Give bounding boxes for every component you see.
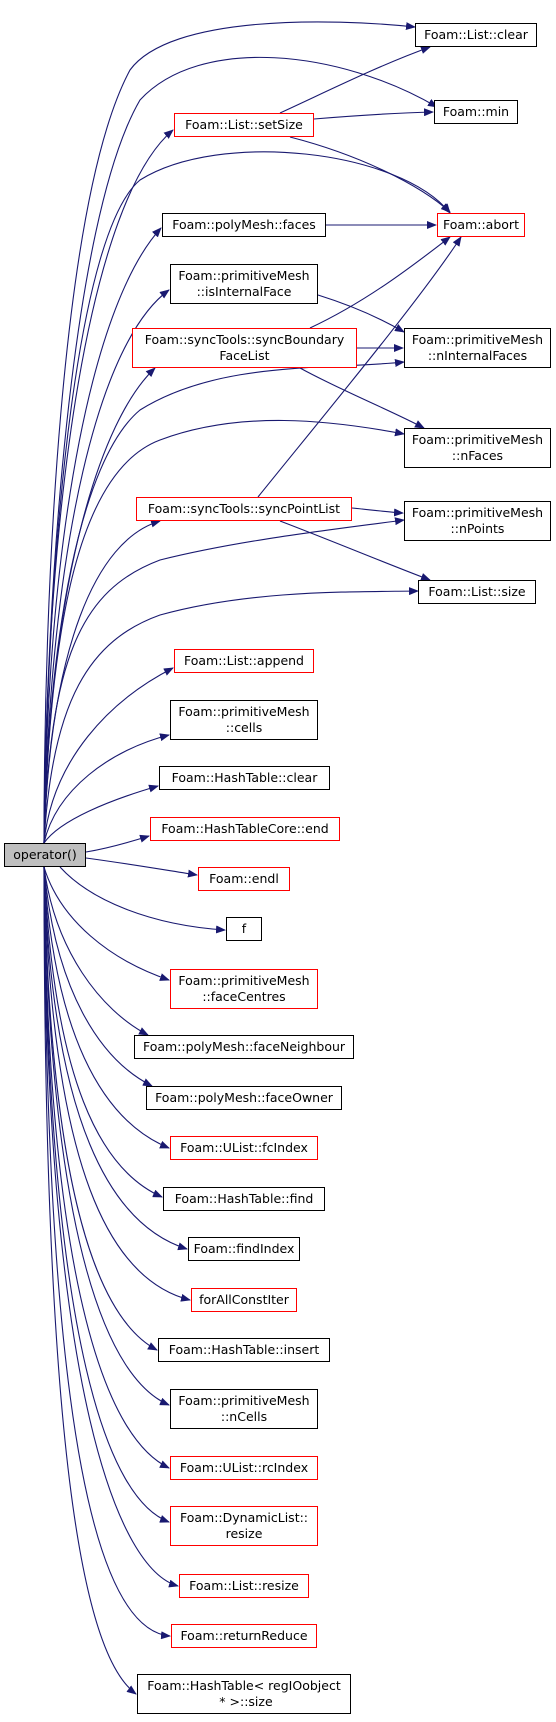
node-pm-cells[interactable]: Foam::primitiveMesh ::cells xyxy=(170,700,318,740)
edge-root-pm-nfaces xyxy=(43,419,405,844)
edge-root-hashtablecore-end xyxy=(85,834,150,853)
node-list-size[interactable]: Foam::List::size xyxy=(418,580,536,604)
edge-root-pm-facecentres xyxy=(43,866,170,981)
edge-root-list-size xyxy=(43,587,419,844)
edge-root-pm-npoints xyxy=(43,517,405,844)
node-list-setsize[interactable]: Foam::List::setSize xyxy=(174,113,314,137)
edge-root-sync-pointlist xyxy=(43,519,161,844)
edge-syncpointlist-list-size xyxy=(279,520,431,581)
node-pm-ninternalfaces[interactable]: Foam::primitiveMesh ::nInternalFaces xyxy=(404,328,551,368)
node-list-resize[interactable]: Foam::List::resize xyxy=(179,1574,309,1598)
node-endl[interactable]: Foam::endl xyxy=(198,867,290,891)
edge-root-returnreduce xyxy=(43,866,171,1640)
edge-setsize-min xyxy=(313,108,434,120)
node-sync-boundary[interactable]: Foam::syncTools::syncBoundary FaceList xyxy=(132,328,357,368)
edge-isinternalface-ninternalfaces xyxy=(317,294,405,333)
edge-root-hashtable-find xyxy=(43,866,163,1198)
edge-syncboundary-abort xyxy=(309,236,451,329)
node-pm-npoints[interactable]: Foam::primitiveMesh ::nPoints xyxy=(404,501,551,541)
edge-root-abort xyxy=(43,151,451,844)
edge-root-sync-boundary xyxy=(43,367,156,844)
edge-syncpointlist-npoints xyxy=(351,507,404,517)
edge-root-findindex xyxy=(43,866,188,1251)
node-abort[interactable]: Foam::abort xyxy=(437,213,525,237)
node-hashtable-regio-size[interactable]: Foam::HashTable< regIOobject * >::size xyxy=(137,1674,351,1714)
node-returnreduce[interactable]: Foam::returnReduce xyxy=(171,1624,317,1648)
edge-root-list-clear xyxy=(43,21,416,844)
edge-root-hashtable-insert xyxy=(43,866,158,1351)
edge-root-forallconstiter xyxy=(43,866,191,1302)
edge-setsize-list-clear xyxy=(279,46,431,114)
edge-root-ulist-rcindex xyxy=(43,866,170,1469)
node-pm-facecentres[interactable]: Foam::primitiveMesh ::faceCentres xyxy=(170,969,318,1009)
edge-root-polymesh-faneighbour xyxy=(43,866,149,1036)
edge-root-pm-isinternalface xyxy=(43,289,170,844)
edge-root-list-append xyxy=(43,667,174,844)
edge-root-f xyxy=(59,866,226,934)
edge-root-polymesh-faceowner xyxy=(43,866,153,1087)
node-polymesh-faces[interactable]: Foam::polyMesh::faces xyxy=(162,213,326,237)
node-hashtable-find[interactable]: Foam::HashTable::find xyxy=(163,1187,325,1211)
edge-root-list-resize xyxy=(43,866,179,1588)
node-pm-ncells[interactable]: Foam::primitiveMesh ::nCells xyxy=(170,1389,318,1429)
node-pm-isinternalface[interactable]: Foam::primitiveMesh ::isInternalFace xyxy=(170,264,318,304)
node-sync-pointlist[interactable]: Foam::syncTools::syncPointList xyxy=(136,497,352,521)
edge-syncpointlist-abort xyxy=(257,236,462,498)
edge-syncboundary-nfaces xyxy=(299,367,425,429)
node-hashtable-insert[interactable]: Foam::HashTable::insert xyxy=(158,1338,330,1362)
node-polymesh-faceneighbour[interactable]: Foam::polyMesh::faceNeighbour xyxy=(134,1035,354,1059)
node-list-clear[interactable]: Foam::List::clear xyxy=(415,23,537,47)
node-findindex[interactable]: Foam::findIndex xyxy=(188,1237,300,1261)
edge-root-hashtable-clear xyxy=(43,784,159,844)
node-min[interactable]: Foam::min xyxy=(434,100,518,124)
node-list-append[interactable]: Foam::List::append xyxy=(174,649,314,673)
node-f[interactable]: f xyxy=(226,917,262,941)
edge-root-endl xyxy=(85,857,198,878)
edge-root-polymesh-faces xyxy=(43,227,162,844)
node-ulist-rcindex[interactable]: Foam::UList::rcIndex xyxy=(170,1456,318,1480)
edge-root-pm-cells xyxy=(43,733,170,844)
edge-setsize-abort xyxy=(289,136,451,213)
edge-root-ulist-fcindex xyxy=(43,866,170,1149)
node-pm-nfaces[interactable]: Foam::primitiveMesh ::nFaces xyxy=(404,428,551,468)
node-ulist-fcindex[interactable]: Foam::UList::fcIndex xyxy=(170,1136,318,1160)
edge-root-hashtable-regio-size xyxy=(43,866,137,1695)
node-hashtable-clear[interactable]: Foam::HashTable::clear xyxy=(159,766,330,790)
edge-root-pm-ncells xyxy=(43,866,170,1406)
edge-root-dynamiclist-resize xyxy=(43,866,170,1523)
node-polymesh-faceowner[interactable]: Foam::polyMesh::faceOwner xyxy=(146,1086,342,1110)
node-hashtablecore-end[interactable]: Foam::HashTableCore::end xyxy=(150,817,340,841)
node-dynamiclist-resize[interactable]: Foam::DynamicList:: resize xyxy=(170,1506,318,1546)
node-forallconstiter[interactable]: forAllConstIter xyxy=(191,1288,297,1312)
node-operator[interactable]: operator() xyxy=(4,843,86,867)
